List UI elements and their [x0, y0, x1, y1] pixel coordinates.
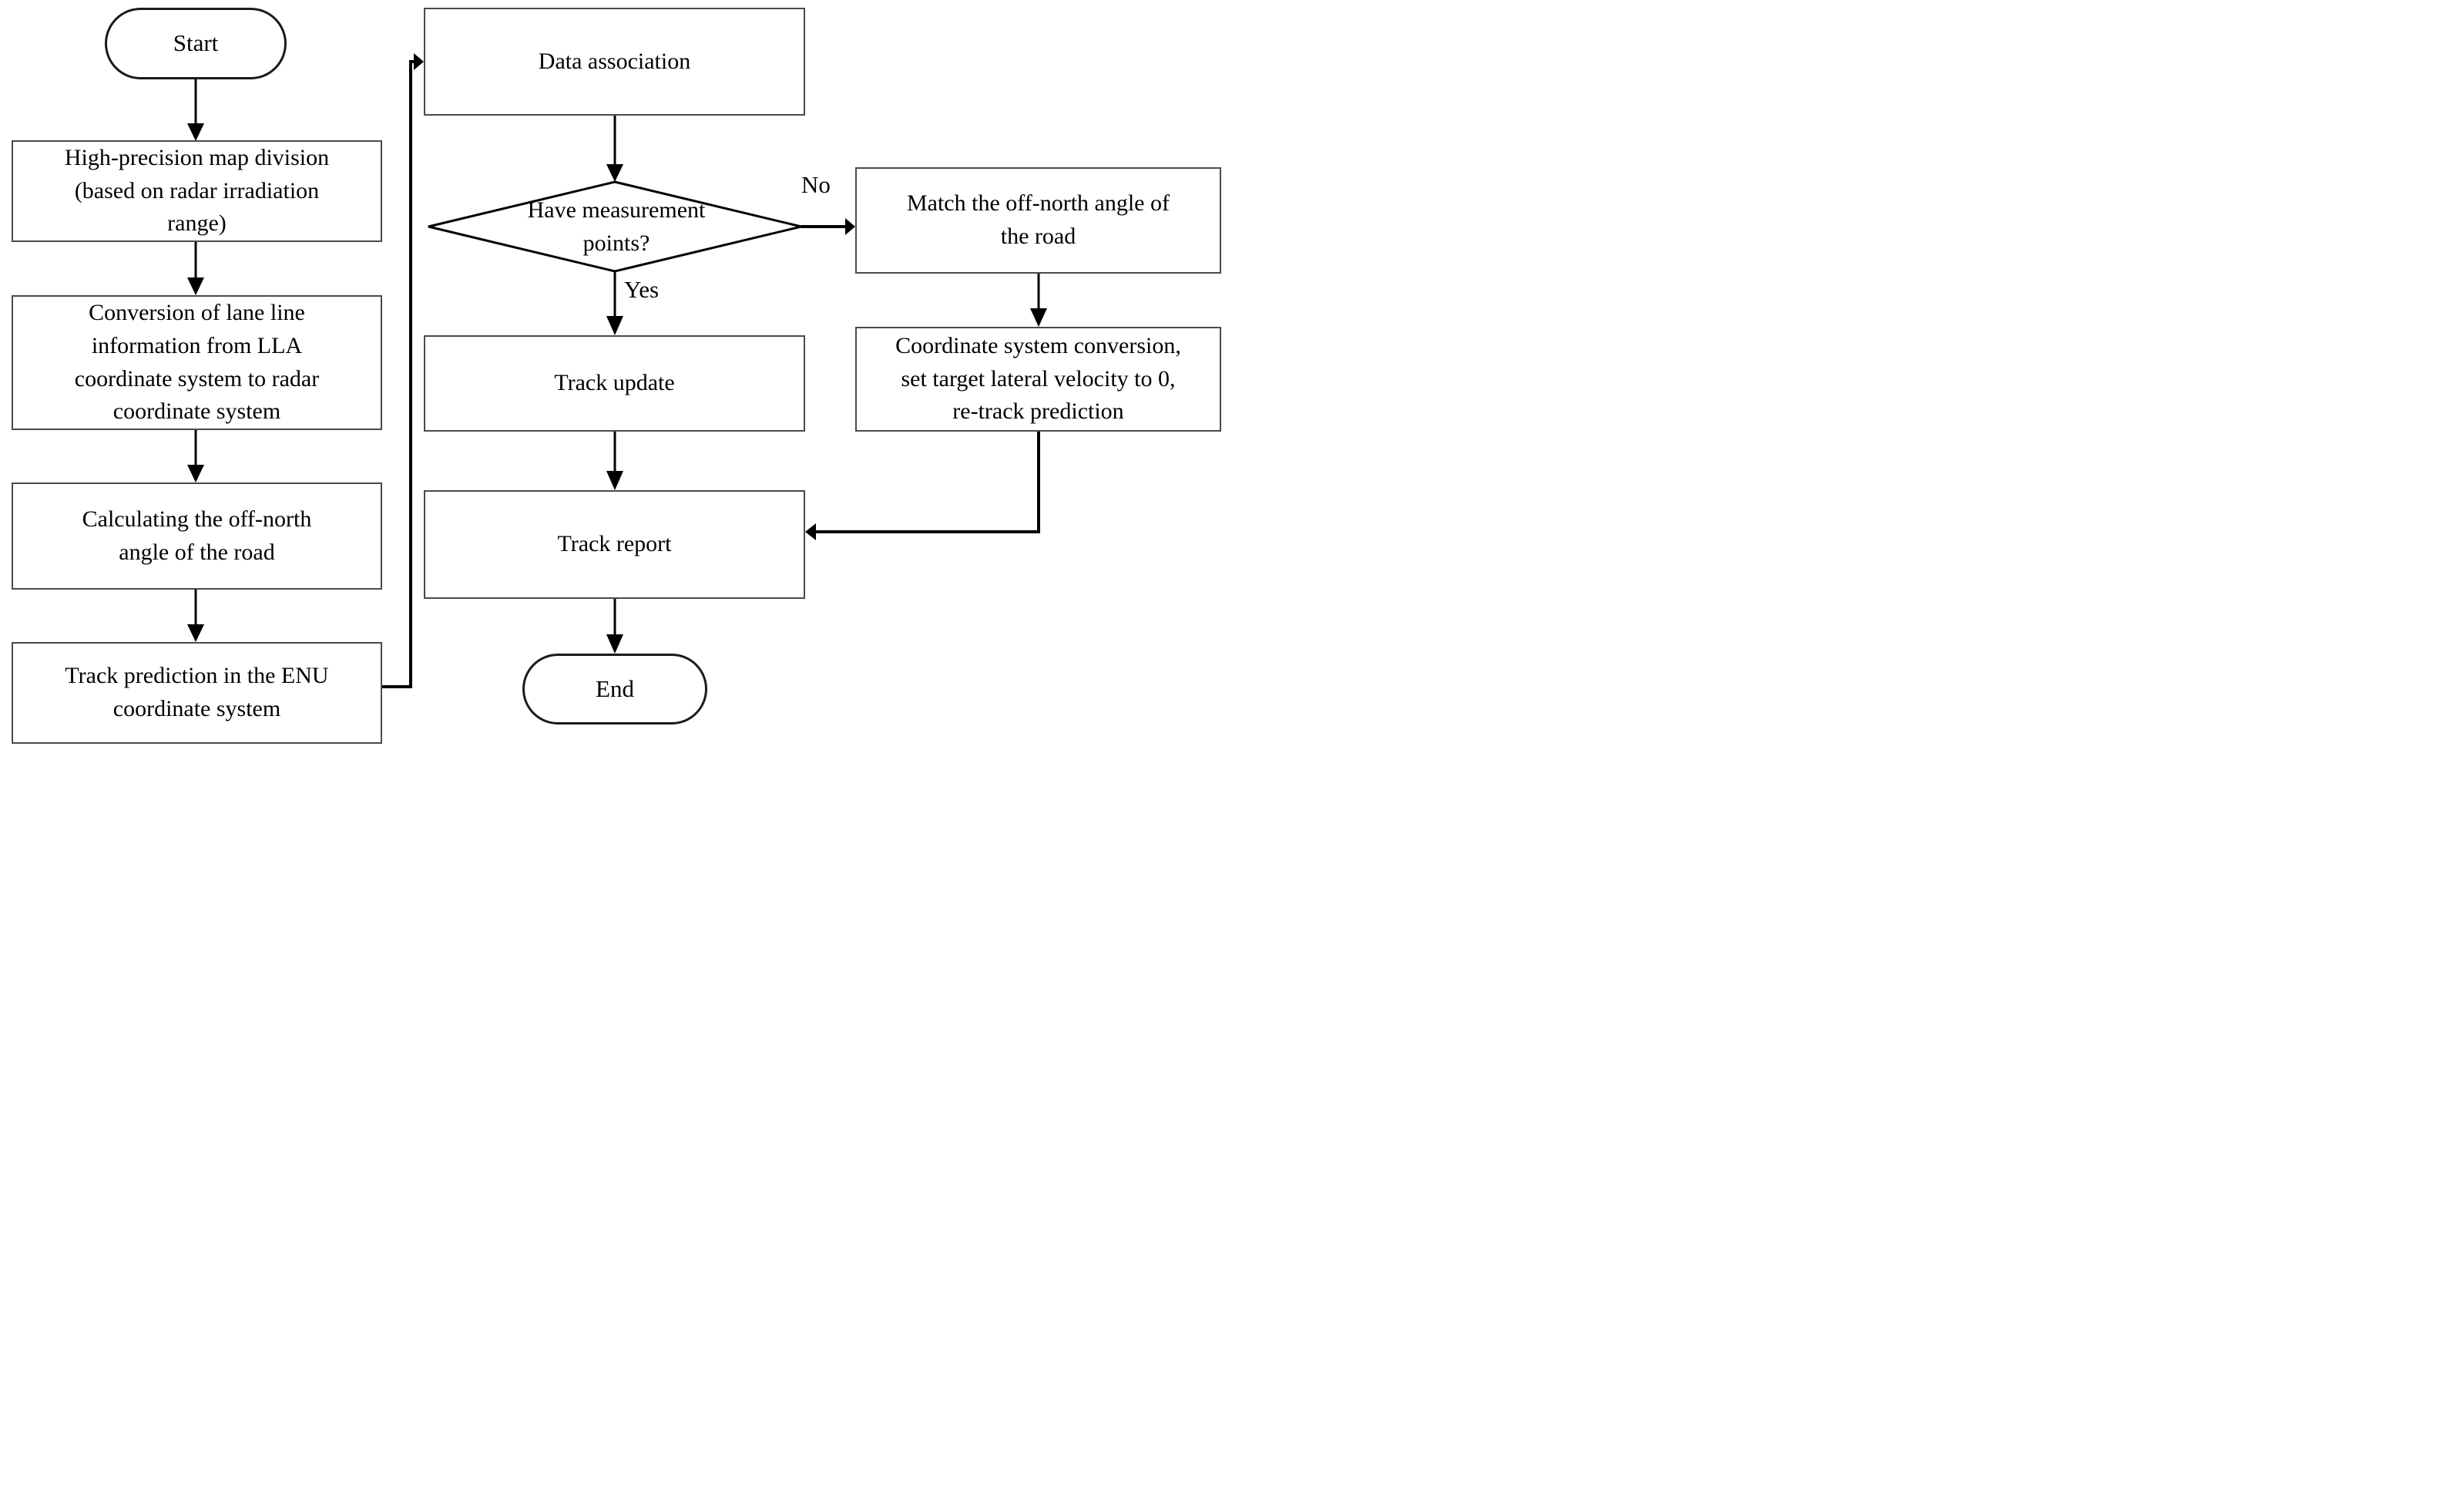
arrowhead-down-icon [187, 624, 204, 642]
decision-diamond-label: Have measurement points? [527, 197, 706, 257]
arrowhead-right-icon [845, 218, 855, 235]
node-coord-conversion: Coordinate system conversion, set target… [855, 327, 1221, 432]
flowchart-canvas: Start High-precision map division (based… [0, 0, 1232, 748]
arrowhead-down-icon [606, 634, 623, 654]
arrowhead-down-icon [187, 465, 204, 482]
arrowhead-down-icon [606, 316, 623, 335]
node-data-association: Data association [424, 8, 805, 116]
arrowhead-down-icon [187, 123, 204, 141]
edge-label-yes: Yes [624, 276, 660, 303]
node-end: End [522, 654, 707, 724]
node-off-north-calc: Calculating the off-north angle of the r… [12, 482, 382, 590]
node-lane-conversion: Conversion of lane line information from… [12, 295, 382, 430]
node-map-division: High-precision map division (based on ra… [12, 140, 382, 242]
node-track-report: Track report [424, 490, 805, 599]
node-track-update: Track update [424, 335, 805, 432]
node-track-prediction: Track prediction in the ENU coordinate s… [12, 642, 382, 744]
arrowhead-left-icon [805, 523, 816, 540]
node-match-off-north: Match the off-north angle of the road [855, 167, 1221, 274]
arrowhead-down-icon [606, 471, 623, 490]
arrowhead-down-icon [606, 164, 623, 182]
arrowhead-right-icon [414, 53, 424, 70]
edge-track-prediction-to-data-association [382, 60, 415, 688]
arrowhead-down-icon [187, 277, 204, 295]
arrowhead-down-icon [1030, 308, 1047, 327]
edge-coord-conversion-to-track-report [816, 432, 1040, 533]
edge-label-no: No [801, 171, 831, 198]
node-start: Start [105, 8, 287, 79]
